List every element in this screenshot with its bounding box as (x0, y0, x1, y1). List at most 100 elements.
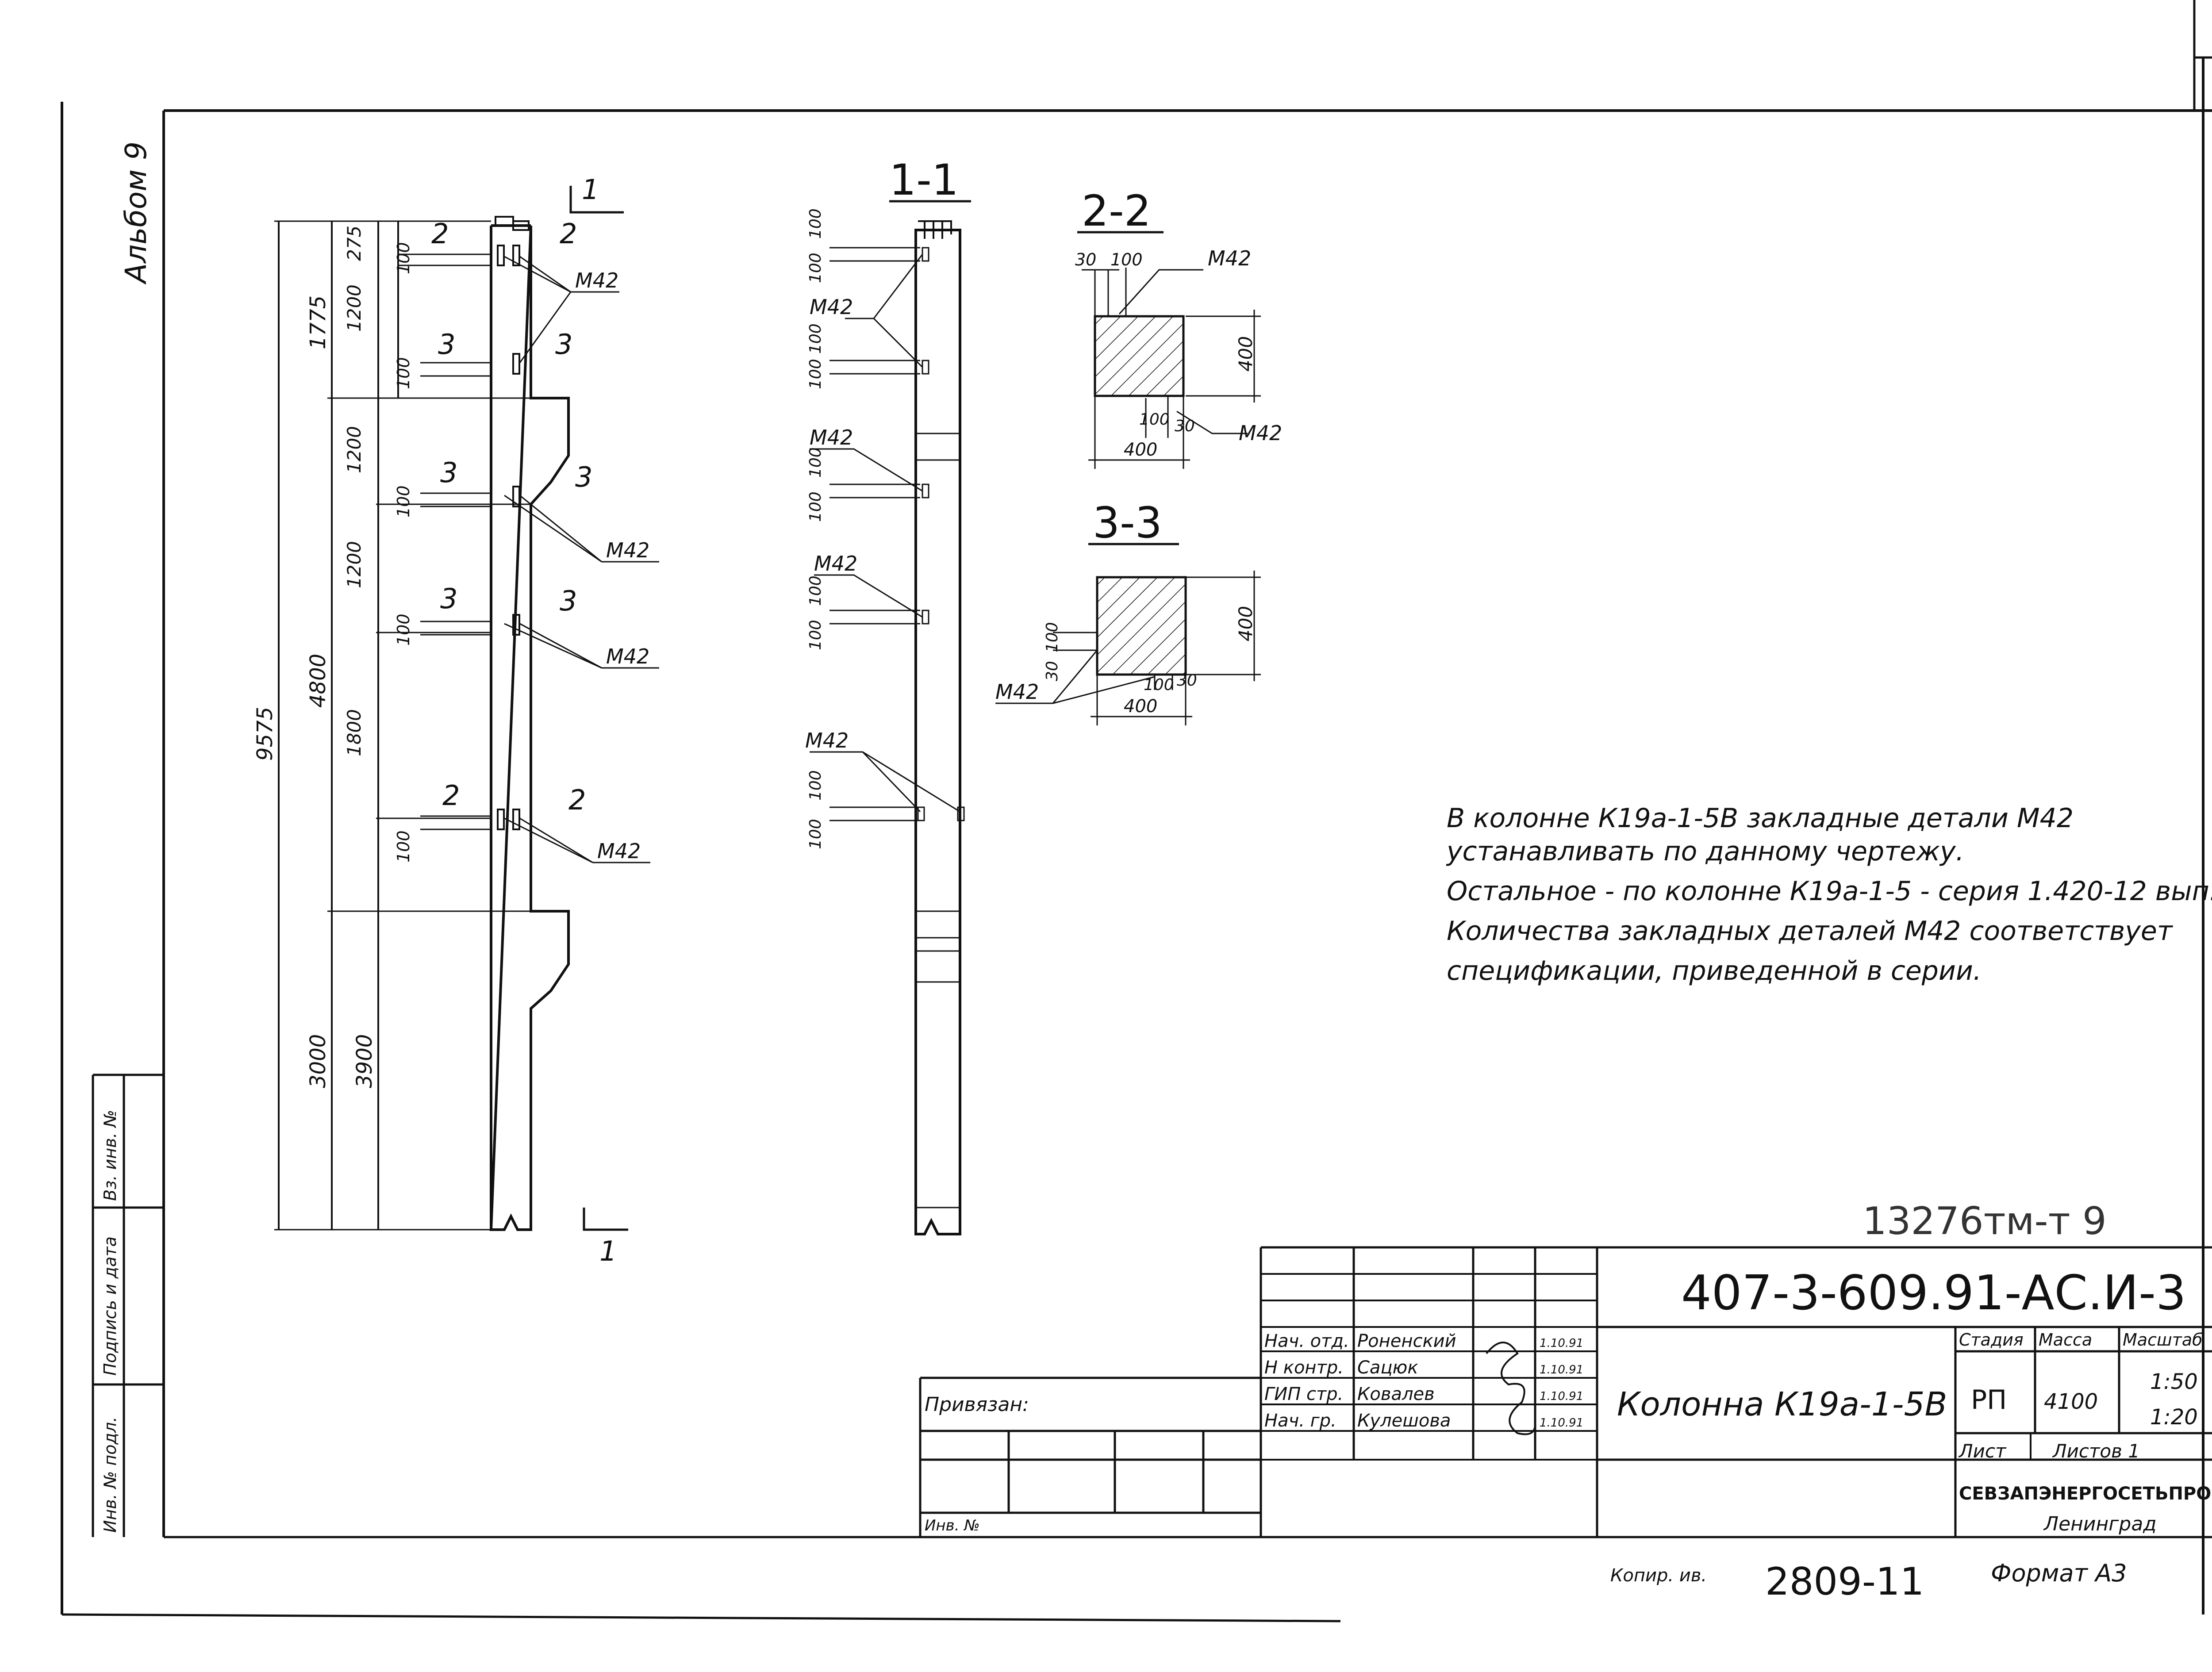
album-label: Альбом 9 (119, 142, 153, 285)
dim-100: 100 (806, 253, 825, 283)
cut-mark-3: 3 (438, 328, 455, 360)
doc-code: 407-3-609.91-АС.И-3 (1681, 1266, 2186, 1321)
copy-number: 2809-11 (1765, 1560, 1924, 1604)
signer-role: Нач. отд. (1264, 1331, 1349, 1351)
dim-100: 100 (806, 208, 825, 239)
sheet-label: Лист (1958, 1440, 2007, 1462)
dim-100: 100 (806, 819, 825, 849)
dim-upper: 1775 (306, 295, 330, 349)
section-3-3: 3-3 400 100 30 100 30 400 М42 (995, 498, 1261, 725)
dim-middle: 4800 (306, 654, 330, 708)
format-label: Формат А3 (1991, 1559, 2127, 1587)
note-line: Количества закладных деталей М42 соответ… (1447, 916, 2174, 947)
dim-1800: 1800 (343, 709, 365, 756)
scale-value-2: 1:20 (2150, 1405, 2198, 1430)
signer-name: Сацюк (1357, 1358, 1418, 1378)
section-1-1: 1-1 100 100 100 100 100 100 100 100 100 … (805, 155, 971, 1235)
part-label-m42: М42 (810, 295, 853, 319)
note-line: В колонне К19а-1-5В закладные детали М42 (1447, 803, 2074, 834)
dim-1200a: 1200 (343, 284, 365, 332)
dim-400: 400 (1235, 606, 1256, 641)
part-label-m42: М42 (995, 680, 1039, 704)
cut-mark-2: 2 (560, 218, 577, 250)
signer-date: 1.10.91 (1540, 1390, 1583, 1403)
sheet-frame (61, 58, 2212, 1622)
signer-role: ГИП стр. (1264, 1384, 1343, 1404)
signature-scribble (1486, 1342, 1536, 1435)
signature-date-label: Подпись и дата (100, 1236, 120, 1376)
scale-label: Масштаб (2123, 1330, 2203, 1350)
section-2-2: 2-2 30 100 М42 400 100 30 М42 400 (1075, 186, 1282, 469)
dim-100: 100 (806, 359, 825, 389)
inv-label: Инв. № (925, 1517, 980, 1534)
dim-275: 275 (343, 226, 365, 261)
note-line: устанавливать по данному чертежу. (1446, 836, 1964, 867)
inv-replace-label: Вз. инв. № (100, 1110, 120, 1201)
drawing-title: Колонна К19а-1-5В (1617, 1385, 1947, 1423)
dim-100: 100 (394, 357, 413, 389)
cut-mark-1-top: 1 (582, 173, 599, 206)
dim-1200c: 1200 (343, 541, 365, 588)
cut-mark-1-bottom: 1 (599, 1235, 617, 1267)
bound-label: Привязан: (925, 1393, 1029, 1416)
part-label-m42: М42 (805, 729, 849, 752)
dim-1200b: 1200 (343, 426, 365, 473)
sheets-label: Листов 1 (2052, 1440, 2140, 1462)
part-label-m42: М42 (814, 552, 857, 575)
cut-mark-2: 2 (568, 784, 586, 816)
dim-100: 100 (394, 485, 413, 518)
side-stamp: Инв. № подл. Подпись и дата Вз. инв. № (92, 1074, 164, 1537)
column-elevation: 9575 1775 4800 3000 3900 275 1200 1200 1… (253, 173, 659, 1267)
notes: В колонне К19а-1-5В закладные детали М42… (1446, 803, 2212, 986)
page-number-box: 8 (2193, 0, 2212, 111)
signer-role: Нач. гр. (1264, 1411, 1336, 1431)
org-name: СЕВЗАПЭНЕРГОСЕТЬПРОЕКТ (1959, 1484, 2212, 1504)
dim-100: 100 (394, 830, 413, 863)
cut-mark-3: 3 (575, 461, 592, 493)
dim-30: 30 (1075, 250, 1096, 269)
mass-value: 4100 (2044, 1389, 2098, 1414)
city-name: Ленинград (2043, 1513, 2157, 1535)
title-block: Нач. отд. Роненский 1.10.91 Н контр. Сац… (919, 1246, 2212, 1537)
dim-total: 9575 (253, 707, 277, 761)
section-title-1-1: 1-1 (889, 155, 959, 205)
signer-date: 1.10.91 (1540, 1363, 1583, 1377)
stage-value: РП (1971, 1384, 2007, 1415)
footer: Копир. ив. 2809-11 Формат А3 (1610, 1559, 2127, 1604)
part-label-m42: М42 (1208, 246, 1251, 270)
cut-mark-2: 2 (442, 779, 460, 812)
signer-name: Кулешова (1357, 1411, 1451, 1431)
section-title-3-3: 3-3 (1093, 498, 1162, 548)
handwritten-number: 13276тм-т 9 (1863, 1199, 2107, 1243)
signer-date: 1.10.91 (1540, 1337, 1583, 1350)
note-line: Остальное - по колонне К19а-1-5 - серия … (1447, 876, 2212, 907)
dim-100: 100 (1043, 622, 1061, 652)
cut-mark-3: 3 (440, 583, 457, 615)
scale-value-1: 1:50 (2150, 1369, 2198, 1394)
inv-original-label: Инв. № подл. (100, 1417, 120, 1533)
dim-30: 30 (1043, 661, 1061, 681)
dim-100: 100 (806, 447, 825, 478)
dim-30: 30 (1175, 417, 1195, 435)
signer-role: Н контр. (1264, 1358, 1344, 1378)
dim-400: 400 (1124, 696, 1157, 717)
cut-mark-3: 3 (555, 328, 572, 360)
dim-400: 400 (1124, 440, 1157, 460)
dim-100: 100 (806, 575, 825, 606)
part-label-m42: М42 (810, 426, 853, 449)
dim-100: 100 (1110, 250, 1143, 269)
dim-100: 100 (1139, 410, 1170, 429)
dim-100: 100 (806, 620, 825, 650)
signer-date: 1.10.91 (1540, 1416, 1583, 1430)
section-title-2-2: 2-2 (1082, 186, 1151, 236)
dim-100: 100 (806, 323, 825, 354)
copy-label: Копир. ив. (1610, 1565, 1707, 1586)
mass-label: Масса (2039, 1330, 2092, 1350)
dim-100: 100 (394, 242, 413, 274)
part-label-m42: М42 (597, 839, 641, 863)
part-label-m42: М42 (575, 268, 618, 292)
dim-100: 100 (806, 491, 825, 522)
dim-lower2: 3900 (352, 1034, 377, 1088)
cut-mark-2: 2 (431, 218, 449, 250)
cut-mark-3: 3 (440, 456, 457, 489)
